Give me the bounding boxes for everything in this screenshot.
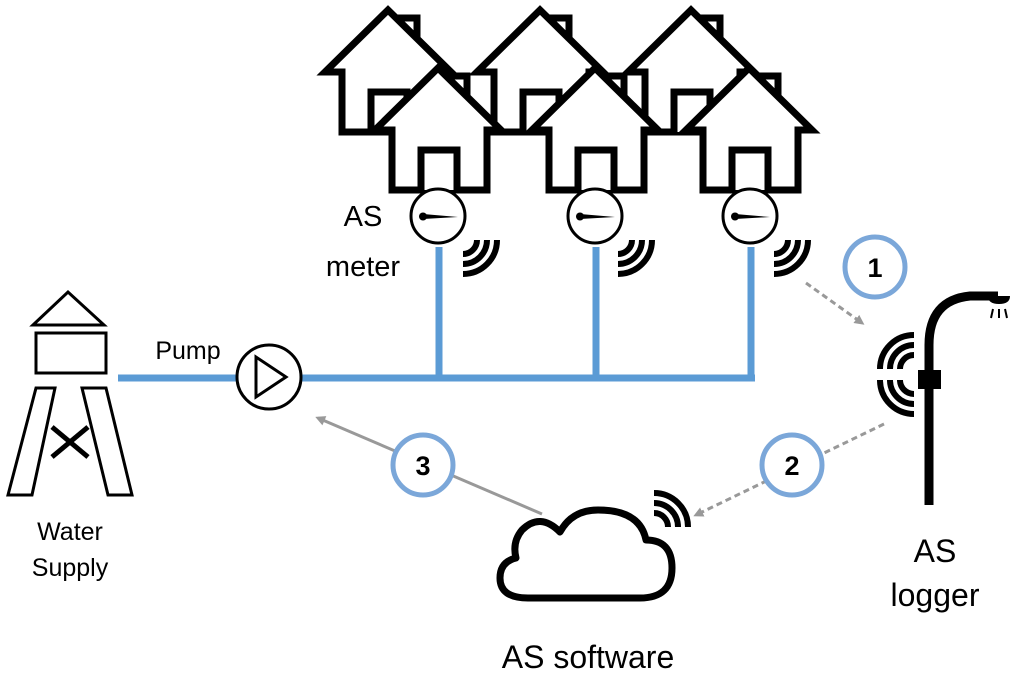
water-supply-label-line2: Supply xyxy=(32,554,109,582)
water-supply-label-line1: Water xyxy=(37,518,103,546)
as-logger-label-line1: AS xyxy=(914,533,957,569)
as-meter-label-line2: meter xyxy=(326,251,400,283)
pump-icon xyxy=(235,343,303,411)
step-2-badge: 2 xyxy=(759,432,825,498)
meter-icon xyxy=(721,187,779,245)
wireless-signal-icon xyxy=(463,240,497,274)
street-lamp-logger-icon xyxy=(877,291,1010,505)
as-software-label: AS software xyxy=(502,639,675,675)
step-1-badge: 1 xyxy=(842,234,908,300)
step-1-label: 1 xyxy=(867,253,882,283)
meter-icon xyxy=(409,187,467,245)
wireless-signal-icon xyxy=(618,240,652,274)
meter-icon xyxy=(566,187,624,245)
wireless-signal-icon xyxy=(774,240,808,274)
wireless-signal-icon xyxy=(654,493,688,527)
step-3-label: 3 xyxy=(415,451,430,481)
step-2-label: 2 xyxy=(784,451,799,481)
dashed-arrow-meter-to-logger xyxy=(805,281,865,325)
water-tower-icon xyxy=(6,289,134,497)
as-logger-label-line2: logger xyxy=(891,577,980,613)
cloud-icon xyxy=(496,506,676,602)
as-meter-label-line1: AS xyxy=(344,201,383,233)
pump-label: Pump xyxy=(155,337,220,365)
step-3-badge: 3 xyxy=(390,432,456,498)
